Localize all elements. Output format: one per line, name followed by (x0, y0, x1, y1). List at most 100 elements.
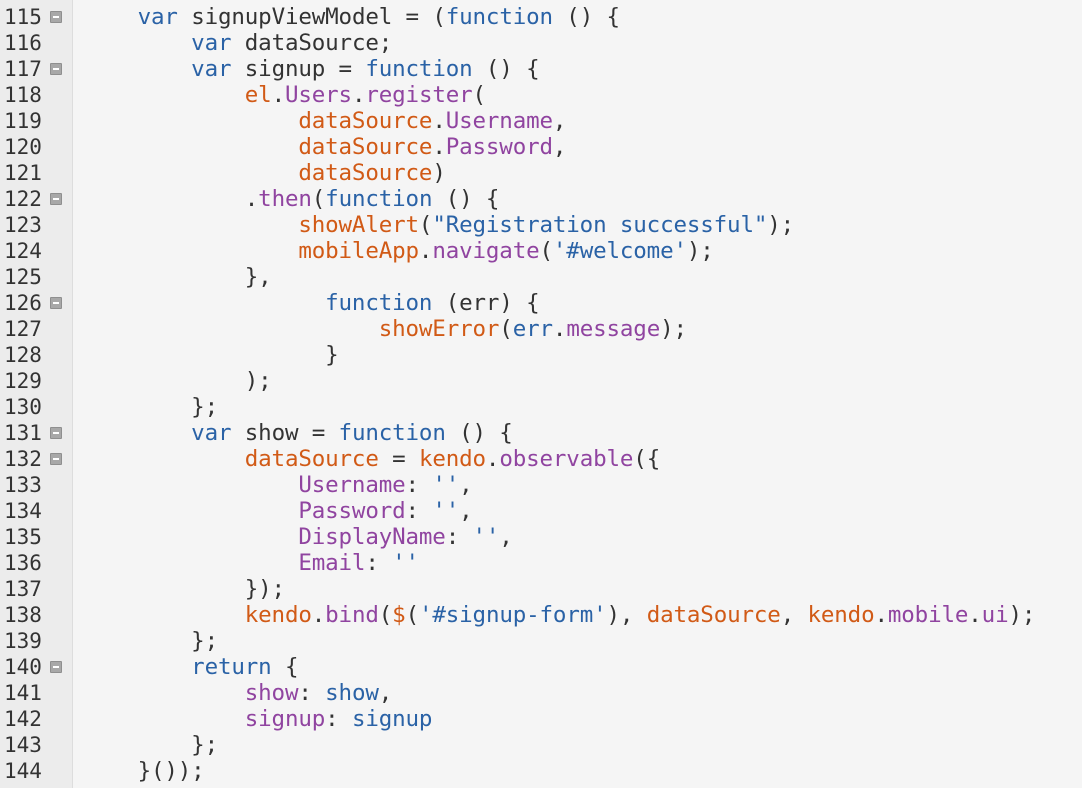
code-token: signup (351, 706, 433, 732)
code-line[interactable]: 137 }); (0, 576, 1082, 602)
code-line[interactable]: 130 }; (0, 394, 1082, 420)
code-token: ); (686, 238, 714, 264)
code-line[interactable]: 126 function (err) { (0, 290, 1082, 316)
code-token: ); (767, 212, 795, 238)
code-line[interactable]: 132 dataSource = kendo.observable({ (0, 446, 1082, 472)
code-line[interactable]: 124 mobileApp.navigate('#welcome'); (0, 238, 1082, 264)
code-line[interactable]: 129 ); (0, 368, 1082, 394)
code-line[interactable]: 125 }, (0, 264, 1082, 290)
indent (84, 316, 379, 342)
code-token: then (258, 186, 312, 212)
code-token: dataSource (298, 108, 433, 134)
fold-minus-icon[interactable] (50, 661, 62, 673)
code-line[interactable]: 116 var dataSource; (0, 30, 1082, 56)
code-token: }; (191, 628, 218, 654)
code-line[interactable]: 123 showAlert("Registration successful")… (0, 212, 1082, 238)
fold-minus-icon[interactable] (50, 11, 62, 23)
code-token: () { (445, 420, 513, 446)
code-token: ( (405, 602, 420, 628)
code-line[interactable]: 118 el.Users.register( (0, 82, 1082, 108)
code-token: . (271, 82, 286, 108)
indent (84, 524, 298, 550)
line-number: 132 (4, 447, 42, 471)
code-line[interactable]: 142 signup: signup (0, 706, 1082, 732)
code-token: . (244, 186, 259, 212)
code-area[interactable]: 115 var signupViewModel = (function () {… (0, 4, 1082, 784)
code-token: '' (472, 524, 500, 550)
code-token: dataSource (646, 602, 781, 628)
code-text: dataSource) (84, 160, 446, 186)
code-text: return { (84, 654, 298, 680)
line-number: 117 (4, 57, 42, 81)
code-text: var signup = function () { (84, 56, 539, 82)
code-text: }; (84, 732, 218, 758)
code-token: function (365, 56, 473, 82)
code-token: ui (981, 602, 1009, 628)
code-token: () { (432, 186, 500, 212)
code-text: var show = function () { (84, 420, 513, 446)
code-token: Username (445, 108, 553, 134)
code-token: ) (432, 160, 446, 186)
code-token: : (445, 524, 473, 550)
code-line[interactable]: 133 Username: '', (0, 472, 1082, 498)
indent (84, 472, 298, 498)
code-token: . (418, 238, 433, 264)
indent (84, 394, 191, 420)
line-number: 125 (4, 265, 42, 289)
code-line[interactable]: 115 var signupViewModel = (function () { (0, 4, 1082, 30)
fold-minus-icon[interactable] (50, 193, 62, 205)
code-line[interactable]: 131 var show = function () { (0, 420, 1082, 446)
code-line[interactable]: 122 .then(function () { (0, 186, 1082, 212)
code-line[interactable]: 134 Password: '', (0, 498, 1082, 524)
code-token: ( (418, 212, 433, 238)
code-line[interactable]: 121 dataSource) (0, 160, 1082, 186)
fold-minus-icon[interactable] (50, 453, 62, 465)
indent (84, 342, 325, 368)
code-token: function (445, 4, 553, 30)
code-token: err (512, 316, 553, 342)
code-line[interactable]: 140 return { (0, 654, 1082, 680)
line-number: 131 (4, 421, 42, 445)
code-line[interactable]: 136 Email: '' (0, 550, 1082, 576)
code-line[interactable]: 138 kendo.bind($('#signup-form'), dataSo… (0, 602, 1082, 628)
code-line[interactable]: 120 dataSource.Password, (0, 134, 1082, 160)
code-line[interactable]: 127 showError(err.message); (0, 316, 1082, 342)
indent (84, 238, 298, 264)
code-token: () { (552, 4, 620, 30)
code-line[interactable]: 128 } (0, 342, 1082, 368)
code-line[interactable]: 141 show: show, (0, 680, 1082, 706)
code-token: , (499, 524, 513, 550)
code-token: observable (499, 446, 634, 472)
fold-minus-icon[interactable] (50, 427, 62, 439)
code-line[interactable]: 117 var signup = function () { (0, 56, 1082, 82)
code-token: : (405, 498, 433, 524)
code-token: '#welcome' (552, 238, 687, 264)
code-line[interactable]: 135 DisplayName: '', (0, 524, 1082, 550)
line-number: 143 (4, 733, 42, 757)
line-number: 120 (4, 135, 42, 159)
code-text: } (84, 342, 339, 368)
code-token: "Registration successful" (432, 212, 768, 238)
code-line[interactable]: 139 }; (0, 628, 1082, 654)
code-token: el (244, 82, 272, 108)
code-token: signupViewModel = ( (177, 4, 446, 30)
code-token: kendo (418, 446, 486, 472)
code-token: }()); (137, 758, 205, 784)
code-token: , (780, 602, 808, 628)
code-line[interactable]: 143 }; (0, 732, 1082, 758)
indent (84, 732, 191, 758)
code-line[interactable]: 119 dataSource.Username, (0, 108, 1082, 134)
line-number: 130 (4, 395, 42, 419)
code-text: .then(function () { (84, 186, 500, 212)
indent (84, 264, 245, 290)
code-text: Password: '', (84, 498, 472, 524)
code-line[interactable]: 144 }()); (0, 758, 1082, 784)
code-token: var (191, 420, 232, 446)
code-text: signup: signup (84, 706, 433, 732)
fold-minus-icon[interactable] (50, 297, 62, 309)
code-token: }; (191, 394, 218, 420)
fold-minus-icon[interactable] (50, 63, 62, 75)
line-number: 122 (4, 187, 42, 211)
line-number: 139 (4, 629, 42, 653)
